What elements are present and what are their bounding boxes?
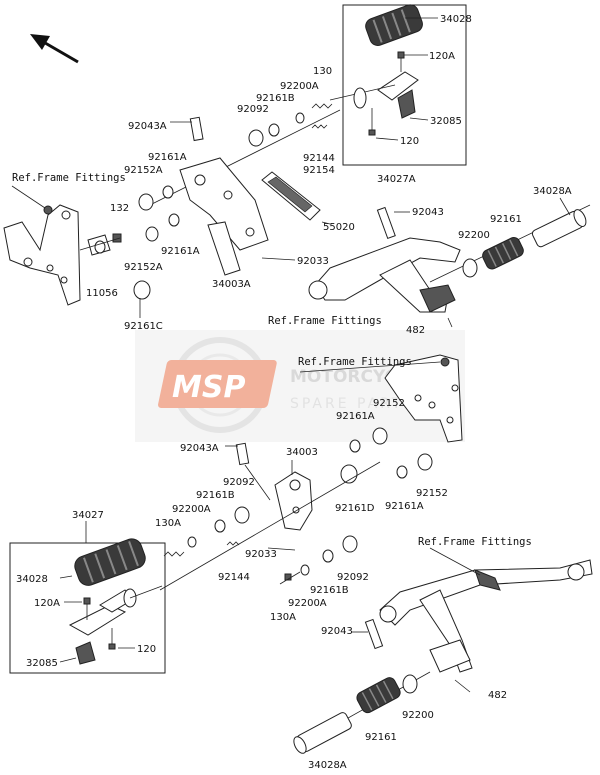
watermark-logo-box [158, 360, 277, 408]
label-92161A-ul: 92161A [148, 152, 187, 163]
label-34027A: 34027A [377, 174, 416, 185]
label-92152A-ul2: 92152A [124, 262, 163, 273]
label-92043A-mid: 92043A [180, 443, 219, 454]
label-34028A-ur: 34028A [533, 186, 572, 197]
right-rear-footpeg-bracket [308, 197, 591, 328]
label-34003A: 34003A [212, 279, 251, 290]
label-130-top: 130 [313, 66, 332, 77]
label-92043-lr: 92043 [321, 626, 353, 637]
label-ref-frame-fittings-1: Ref.Frame Fittings [12, 172, 126, 184]
label-132: 132 [110, 203, 129, 214]
label-92033-top: 92033 [297, 256, 329, 267]
label-ref-frame-fittings-2: Ref.Frame Fittings [268, 315, 382, 327]
label-92200-lr: 92200 [402, 710, 434, 721]
lower-center-parts [279, 535, 358, 585]
label-92161A-mr2: 92161A [385, 501, 424, 512]
label-92161A-mr: 92161A [336, 411, 375, 422]
label-92144-top: 92144 [303, 153, 335, 164]
label-92200A-low: 92200A [288, 598, 327, 609]
label-34027: 34027 [72, 510, 104, 521]
lower-right-bracket [293, 547, 593, 754]
label-92161-lr: 92161 [365, 732, 397, 743]
lower-pivot-parts [159, 442, 381, 591]
label-34028-ll: 34028 [16, 574, 48, 585]
label-92043-ur: 92043 [412, 207, 444, 218]
label-92161A-ul2: 92161A [161, 246, 200, 257]
label-92161-ur: 92161 [490, 214, 522, 225]
label-120-top: 120 [400, 136, 419, 147]
watermark-sub: SPARE PARTS [290, 396, 415, 412]
footpeg-assembly-34027 [9, 521, 166, 674]
label-92161D: 92161D [335, 503, 375, 514]
label-11056: 11056 [86, 288, 118, 299]
label-120A-top: 120A [429, 51, 455, 62]
label-92033-mid: 92033 [245, 549, 277, 560]
label-55020: 55020 [323, 222, 355, 233]
label-482-ur: 482 [406, 325, 425, 336]
label-32085-ll: 32085 [26, 658, 58, 669]
footpeg-assembly-34027A [329, 4, 467, 166]
watermark-logo-text: MSP [172, 370, 245, 405]
label-92152-mr2: 92152 [416, 488, 448, 499]
upper-pivot-parts [138, 103, 341, 276]
label-130A-mid: 130A [155, 518, 181, 529]
label-92092-top: 92092 [237, 104, 269, 115]
label-130A-low: 130A [270, 612, 296, 623]
label-92043A-top: 92043A [128, 121, 167, 132]
label-92161B-low: 92161B [310, 585, 349, 596]
middle-right-bracket [299, 354, 463, 484]
left-frame-bracket [3, 185, 151, 318]
label-34028A-lr: 34028A [308, 760, 347, 771]
direction-arrow-icon [30, 34, 79, 64]
label-92152-mr: 92152 [373, 398, 405, 409]
label-92200A-mid: 92200A [172, 504, 211, 515]
label-92152A-ul: 92152A [124, 165, 163, 176]
label-92200A-top: 92200A [280, 81, 319, 92]
label-482-lr: 482 [488, 690, 507, 701]
label-92092-mid: 92092 [223, 477, 255, 488]
label-34003: 34003 [286, 447, 318, 458]
label-34028-top: 34028 [440, 14, 472, 25]
label-92154: 92154 [303, 165, 335, 176]
label-120A-ll: 120A [34, 598, 60, 609]
label-120-ll: 120 [137, 644, 156, 655]
label-ref-frame-fittings-3: Ref.Frame Fittings [298, 356, 412, 368]
label-92161C: 92161C [124, 321, 163, 332]
label-32085-top: 32085 [430, 116, 462, 127]
label-92161B-mid: 92161B [196, 490, 235, 501]
label-92092-low: 92092 [337, 572, 369, 583]
label-ref-frame-fittings-4: Ref.Frame Fittings [418, 536, 532, 548]
label-92200-ur: 92200 [458, 230, 490, 241]
label-92144-mid: 92144 [218, 572, 250, 583]
label-92161B-top: 92161B [256, 93, 295, 104]
